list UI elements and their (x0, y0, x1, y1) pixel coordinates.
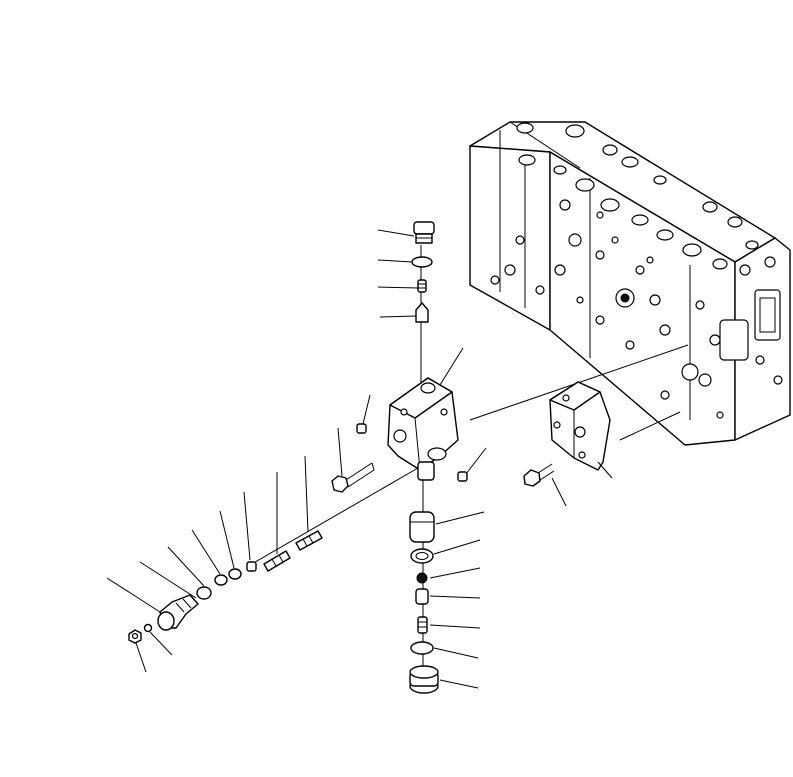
hex-nut (128, 629, 142, 644)
diagonal-spring (295, 530, 323, 551)
bottom-seal (410, 548, 434, 564)
washer-2 (214, 574, 228, 586)
small-washer (143, 623, 153, 633)
block-top-ports (516, 122, 759, 270)
adjust-screw (263, 550, 291, 572)
valve-housing (387, 377, 459, 481)
bottom-plug (409, 665, 439, 694)
top-o-ring (411, 256, 433, 268)
top-pin (415, 302, 429, 323)
small-screw-left (356, 423, 367, 434)
leader-lines (106, 229, 613, 689)
o-ring-left (196, 586, 212, 600)
long-bolt (331, 462, 375, 493)
top-plug (413, 221, 435, 244)
top-small-spring (417, 279, 427, 293)
block-front-ports (490, 199, 724, 419)
bottom-spring (417, 616, 428, 634)
bottom-ball (416, 572, 428, 584)
mounting-bolt (523, 463, 555, 487)
bottom-sleeve (409, 511, 435, 543)
end-block (549, 381, 611, 471)
washer-1 (228, 568, 242, 580)
bottom-o-ring (410, 641, 434, 655)
small-screw-right (457, 471, 468, 482)
main-valve-block (469, 121, 791, 446)
bottom-poppet (415, 588, 429, 605)
lock-nut (246, 561, 257, 572)
block-end-cap-details (719, 256, 783, 385)
relief-valve-cartridge (157, 594, 199, 631)
